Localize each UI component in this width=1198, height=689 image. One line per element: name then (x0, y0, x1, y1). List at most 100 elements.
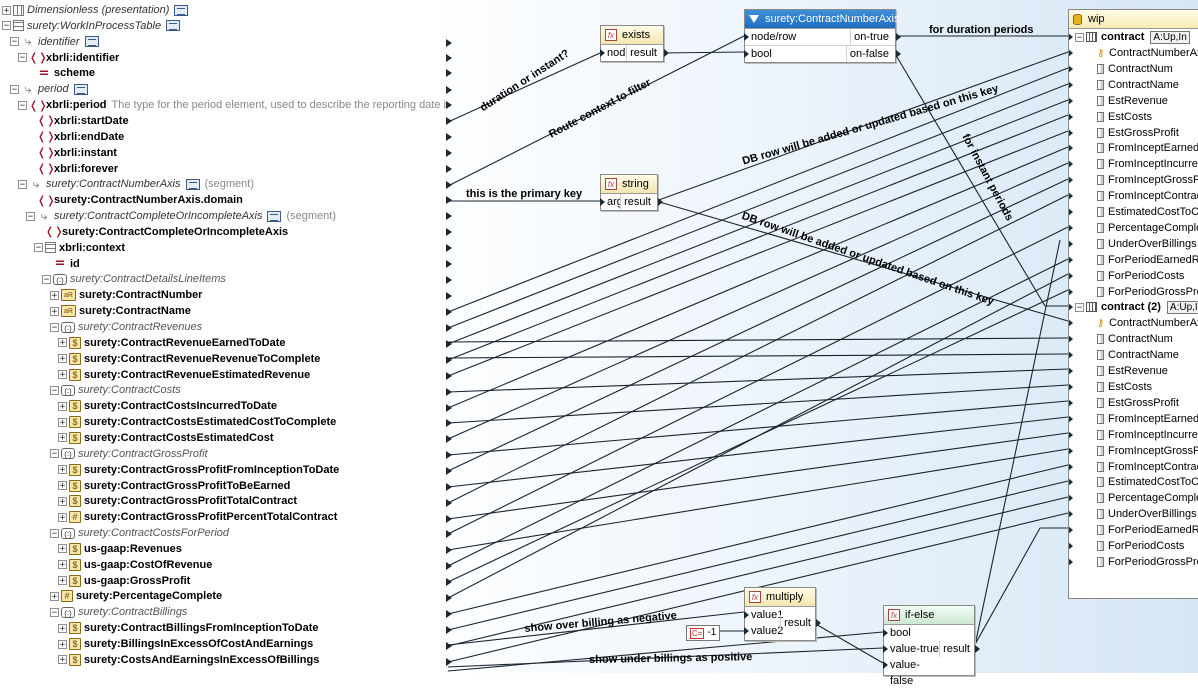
tree-node[interactable]: +#surety:PercentageComplete (50, 588, 222, 604)
expand-icon[interactable]: + (58, 496, 67, 507)
expand-icon[interactable]: + (58, 560, 67, 571)
source-connector[interactable] (446, 101, 452, 109)
tree-node[interactable]: −(∶)surety:ContractGrossProfit (50, 446, 208, 462)
expand-icon[interactable]: + (50, 290, 59, 301)
column-input-connector[interactable] (1069, 287, 1073, 296)
wip-column[interactable]: ContractNum (1069, 331, 1173, 347)
wip-target-table[interactable]: wip −contractA:Up,In⚷ContractNumberAxisC… (1068, 9, 1198, 599)
column-input-connector[interactable] (1069, 64, 1073, 73)
column-input-connector[interactable] (1069, 80, 1073, 89)
value2-input-connector[interactable] (744, 627, 749, 635)
tree-node[interactable]: −(∶)surety:ContractDetailsLineItems (42, 271, 226, 287)
collapse-icon[interactable]: − (50, 322, 59, 333)
tree-node[interactable]: −⤷identifier (10, 34, 99, 50)
tree-node[interactable]: ❬❭surety:ContractCompleteOrIncompleteAxi… (34, 224, 288, 240)
wip-column[interactable]: EstCosts (1069, 379, 1152, 395)
arg-input-connector[interactable] (600, 198, 605, 206)
source-connector[interactable] (446, 260, 452, 268)
tree-node[interactable]: +$surety:ContractGrossProfitToBeEarned (58, 478, 290, 494)
wip-column[interactable]: FromInceptContractBillings (1069, 459, 1198, 475)
tree-node[interactable]: −(∶)surety:ContractCosts (50, 382, 181, 398)
tree-node[interactable]: +$us-gaap:Revenues (58, 541, 182, 557)
on-true-output-connector[interactable] (896, 33, 901, 41)
table-view-button[interactable] (267, 210, 282, 222)
wip-column[interactable]: FromInceptGrossProfit (1069, 172, 1198, 188)
expand-icon[interactable]: + (58, 544, 67, 555)
column-input-connector[interactable] (1069, 557, 1073, 566)
connection-line[interactable] (447, 146, 1069, 409)
expand-icon[interactable]: + (50, 306, 59, 317)
tree-node[interactable]: −(∶)surety:ContractCostsForPeriod (50, 525, 229, 541)
tree-node[interactable]: ❬❭surety:ContractNumberAxis.domain (26, 192, 243, 208)
tree-node[interactable]: ❬❭xbrli:startDate (26, 113, 129, 129)
connection-line[interactable] (447, 273, 1069, 599)
wip-column[interactable]: FromInceptIncurred (1069, 156, 1198, 172)
connection-line[interactable] (447, 162, 1069, 440)
wip-column[interactable]: UnderOverBillings (1069, 506, 1197, 522)
tree-node[interactable]: +$surety:ContractCostsEstimatedCost (58, 430, 273, 446)
table-view-button[interactable] (185, 178, 200, 190)
tree-node[interactable]: +$surety:ContractGrossProfitTotalContrac… (58, 493, 297, 509)
tree-node[interactable]: ❬❭xbrli:endDate (26, 129, 124, 145)
expand-icon[interactable]: + (58, 512, 67, 523)
tree-node[interactable]: +$surety:ContractRevenueEstimatedRevenue (58, 367, 310, 383)
collapse-icon[interactable]: − (34, 243, 43, 254)
tree-node[interactable]: −⤷surety:ContractNumberAxis(segment) (18, 176, 254, 192)
wip-column[interactable]: FromInceptGrossProfit (1069, 443, 1198, 459)
collapse-icon[interactable]: − (50, 385, 59, 396)
tree-node[interactable]: −xbrli:context (34, 240, 125, 256)
connection-line[interactable] (655, 200, 1069, 322)
wip-column[interactable]: ForPeriodEarnedRevenue (1069, 252, 1198, 268)
wip-column[interactable]: PercentageComplete (1069, 490, 1198, 506)
collapse-icon[interactable]: − (42, 274, 51, 285)
expand-icon[interactable]: + (58, 623, 67, 634)
wip-column[interactable]: ForPeriodCosts (1069, 538, 1184, 554)
result-output-connector[interactable] (975, 645, 980, 653)
expand-icon[interactable]: + (58, 655, 67, 666)
wip-column[interactable]: EstCosts (1069, 109, 1152, 125)
column-input-connector[interactable] (1069, 176, 1073, 185)
column-input-connector[interactable] (1069, 160, 1073, 169)
result-output-connector[interactable] (816, 619, 821, 627)
column-input-connector[interactable] (1069, 223, 1073, 232)
source-connector[interactable] (446, 39, 452, 47)
connection-line[interactable] (447, 496, 1069, 647)
wip-column[interactable]: PercentageComplete (1069, 220, 1198, 236)
column-input-connector[interactable] (1069, 430, 1073, 439)
tree-node[interactable]: −(∶)surety:ContractBillings (50, 604, 187, 620)
column-input-connector[interactable] (1069, 494, 1073, 503)
column-input-connector[interactable] (1069, 319, 1073, 328)
tree-node[interactable]: −(∶)surety:ContractRevenues (50, 319, 202, 335)
collapse-icon[interactable]: − (18, 179, 27, 190)
wip-column[interactable]: FromInceptContractBillings (1069, 188, 1198, 204)
expand-icon[interactable]: + (58, 576, 67, 587)
tree-node[interactable]: −surety:WorkInProcessTable (2, 18, 181, 34)
node-input-connector[interactable] (600, 49, 605, 57)
column-input-connector[interactable] (1069, 526, 1073, 535)
tree-node[interactable]: +$surety:ContractGrossProfitFromInceptio… (58, 462, 339, 478)
tree-node[interactable]: =scheme (26, 65, 95, 81)
wip-column[interactable]: FromInceptIncurred (1069, 427, 1198, 443)
expand-icon[interactable]: + (2, 5, 11, 16)
tree-node[interactable]: −⤷surety:ContractCompleteOrIncompleteAxi… (26, 208, 336, 224)
connection-line[interactable] (447, 35, 745, 187)
bool-input-connector[interactable] (744, 50, 749, 58)
collapse-icon[interactable]: − (1075, 302, 1084, 313)
source-connector[interactable] (446, 244, 452, 252)
column-input-connector[interactable] (1069, 144, 1073, 153)
expand-icon[interactable]: + (58, 433, 67, 444)
wip-column[interactable]: ForPeriodCosts (1069, 268, 1184, 284)
column-input-connector[interactable] (1069, 335, 1073, 344)
wip-column[interactable]: EstimatedCostToComplete (1069, 474, 1198, 490)
wip-column[interactable]: FromInceptEarned (1069, 411, 1198, 427)
connection-line[interactable] (447, 384, 1069, 424)
column-input-connector[interactable] (1069, 446, 1073, 455)
connection-line[interactable] (447, 647, 884, 668)
bool-input-connector[interactable] (883, 629, 888, 637)
tree-node[interactable]: +$us-gaap:GrossProfit (58, 573, 190, 589)
collapse-icon[interactable]: − (10, 84, 19, 95)
